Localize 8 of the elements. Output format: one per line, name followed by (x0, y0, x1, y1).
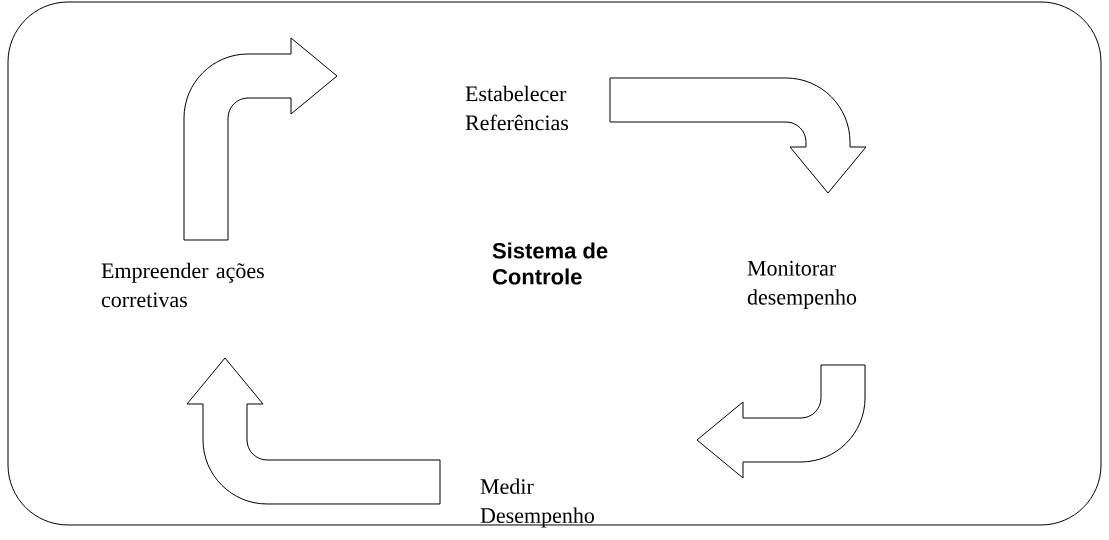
step-label: Empreender ações corretivas (101, 262, 264, 308)
curved-block-arrow (696, 364, 866, 479)
curved-block-arrow (183, 37, 338, 241)
curved-block-arrow (186, 357, 441, 505)
step-label: Monitorar desempenho (747, 260, 857, 310)
step-label: Medir Desempenho (480, 478, 595, 528)
curved-block-arrow (609, 77, 867, 194)
step-label: Estabelecer Referências (465, 85, 569, 131)
